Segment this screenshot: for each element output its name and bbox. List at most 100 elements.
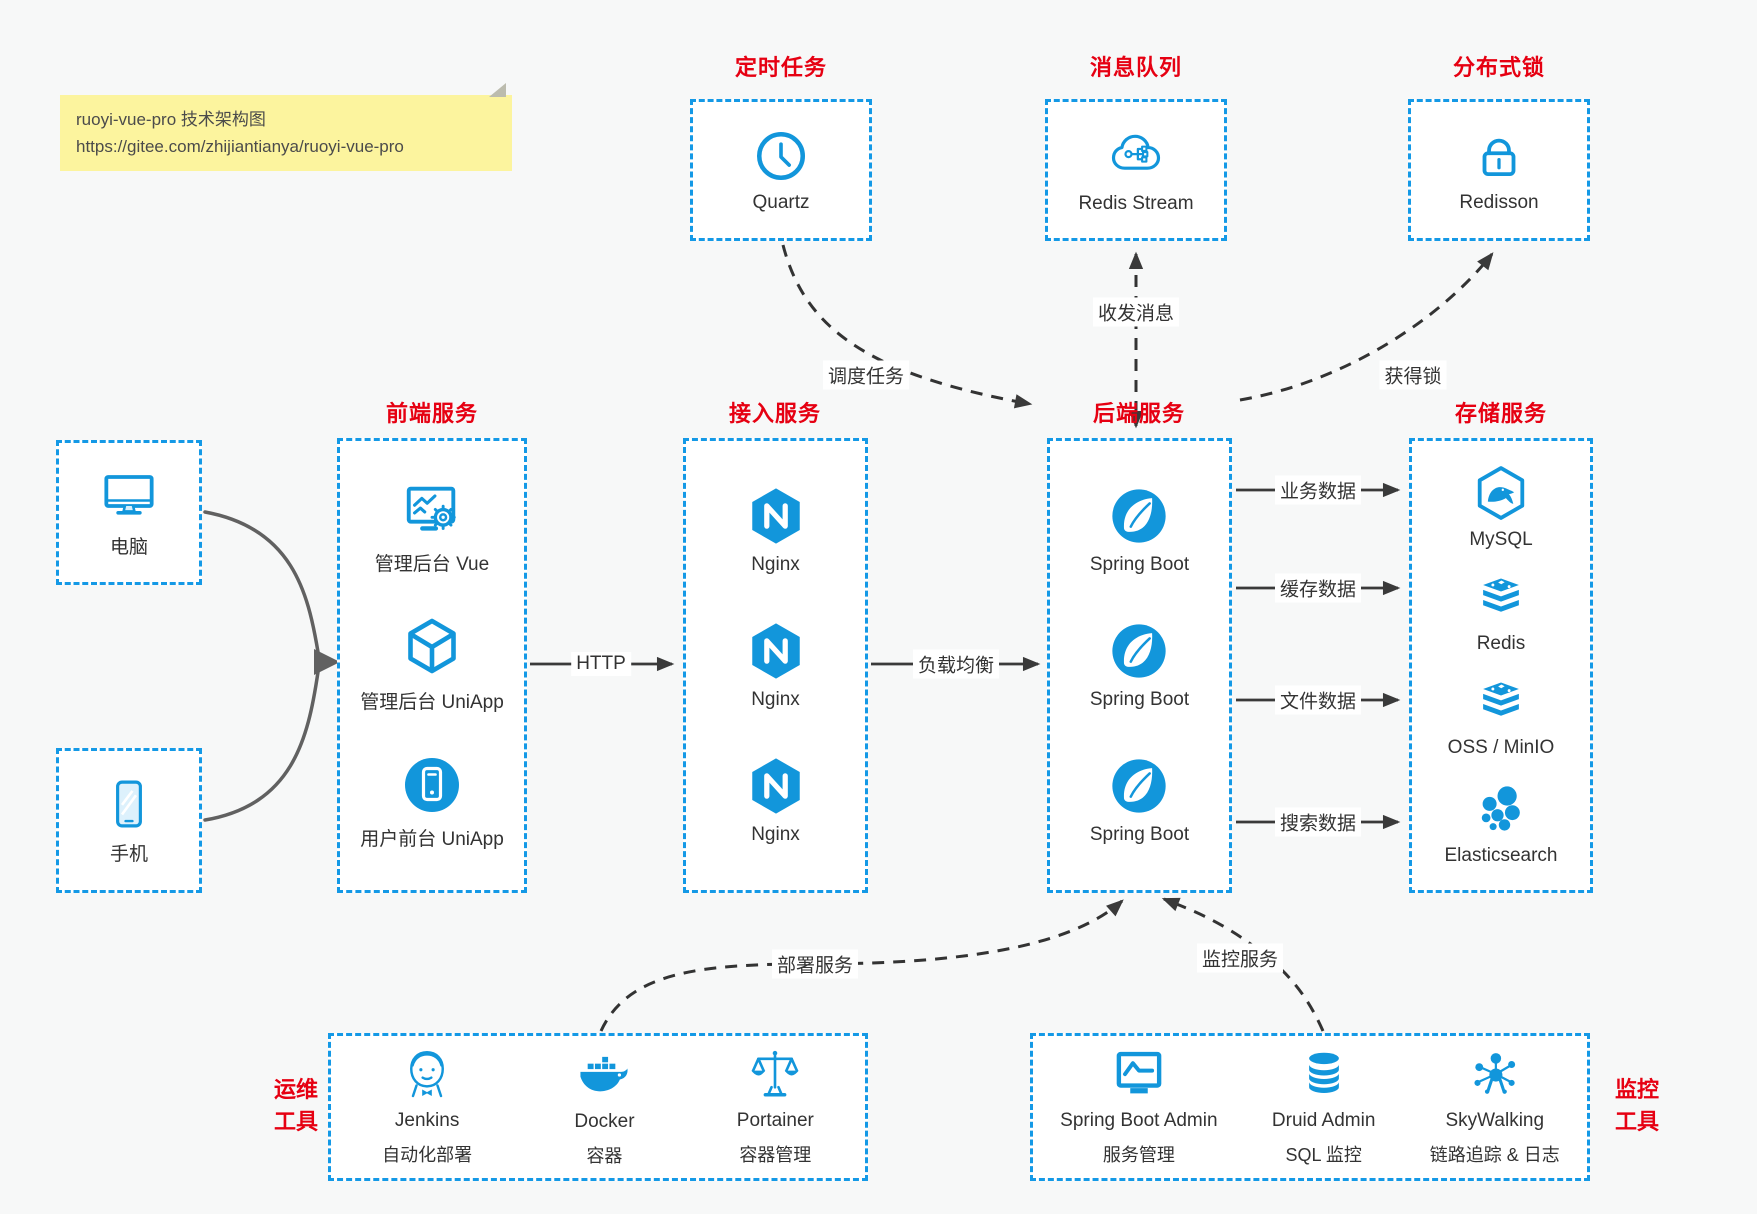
uniapp-cube-icon <box>400 616 464 680</box>
node-nginx-1: Nginx <box>745 485 807 576</box>
edge-label-load-balance: 负载均衡 <box>912 649 1000 679</box>
label-monitor-tools: 监控 工具 <box>1614 1077 1660 1134</box>
redis-stack-icon <box>1473 574 1529 626</box>
node-sublabel: 自动化部署 <box>382 1145 473 1165</box>
node-spring-boot-2: Spring Boot <box>1090 620 1189 711</box>
node-label: Spring Boot <box>1089 824 1190 845</box>
box-ops-tools: Jenkins 自动化部署 Docker 容器 <box>328 1033 868 1181</box>
docker-icon <box>575 1046 633 1104</box>
mysql-icon <box>1472 464 1530 522</box>
edge-mobile-to-frontend <box>203 670 320 822</box>
user-app-phone-icon <box>400 753 464 817</box>
node-label: Redisson <box>1459 191 1539 213</box>
node-elasticsearch: Elasticsearch <box>1445 782 1558 867</box>
node-mysql: MySQL <box>1469 464 1533 551</box>
node-label: MySQL <box>1469 529 1533 550</box>
spring-boot-icon <box>1108 620 1170 682</box>
box-redisson: Redisson <box>1408 99 1590 241</box>
edge-label-monitor-service: 监控服务 <box>1196 943 1284 973</box>
node-label: Druid Admin <box>1271 1110 1376 1131</box>
node-sublabel: 容器 <box>586 1146 623 1166</box>
node-spring-boot-3: Spring Boot <box>1090 755 1189 846</box>
jenkins-icon <box>399 1047 455 1103</box>
edge-label-schedule-task: 调度任务 <box>822 360 910 390</box>
spring-boot-admin-icon <box>1111 1047 1167 1103</box>
node-label: Nginx <box>751 554 800 575</box>
label-ops-tools: 运维 工具 <box>273 1077 319 1134</box>
node-label: OSS / MinIO <box>1447 737 1555 758</box>
box-mobile: 手机 <box>56 748 202 893</box>
box-redis-stream: Redis Stream <box>1045 99 1227 241</box>
edge-acquire-lock <box>1239 252 1494 402</box>
node-jenkins: Jenkins 自动化部署 <box>382 1047 472 1167</box>
skywalking-icon <box>1467 1047 1523 1103</box>
node-desktop: 电脑 <box>100 467 158 559</box>
nginx-icon <box>745 620 807 682</box>
nginx-icon <box>745 485 807 547</box>
edge-label-business-data: 业务数据 <box>1274 475 1362 505</box>
note-url: https://gitee.com/zhijiantianya/ruoyi-vu… <box>76 137 404 157</box>
spring-boot-icon <box>1108 755 1170 817</box>
oss-minio-stack-icon <box>1473 678 1529 730</box>
node-label: 管理后台 UniApp <box>360 691 504 713</box>
node-label: Jenkins <box>394 1110 460 1131</box>
note-title: ruoyi-vue-pro 技术架构图 <box>76 110 266 129</box>
node-label: Quartz <box>752 191 810 213</box>
node-label: Spring Boot Admin <box>1060 1110 1218 1131</box>
box-backend-services: Spring Boot Spring Boot Spring Boot <box>1047 438 1232 893</box>
node-spring-boot-1: Spring Boot <box>1090 485 1189 576</box>
edge-label-http: HTTP <box>571 652 631 676</box>
druid-icon <box>1296 1047 1352 1103</box>
node-docker: Docker 容器 <box>574 1046 635 1168</box>
title-message-queue: 消息队列 <box>1089 55 1183 80</box>
node-quartz: Quartz <box>752 127 810 214</box>
box-frontend-services: 管理后台 Vue 管理后台 UniApp 用户前台 UniApp <box>337 438 527 893</box>
node-nginx-2: Nginx <box>745 620 807 711</box>
node-admin-uniapp: 管理后台 UniApp <box>360 616 504 714</box>
desktop-computer-icon <box>100 467 158 525</box>
spring-boot-icon <box>1108 485 1170 547</box>
node-label: Spring Boot <box>1089 554 1190 575</box>
node-label: Spring Boot <box>1089 689 1190 710</box>
node-label: Portainer <box>736 1110 814 1131</box>
edge-label-acquire-lock: 获得锁 <box>1379 360 1447 390</box>
admin-vue-screen-icon <box>401 480 463 542</box>
mobile-phone-icon <box>101 776 157 832</box>
node-label: SkyWalking <box>1445 1110 1545 1131</box>
node-skywalking: SkyWalking 链路追踪 & 日志 <box>1430 1047 1560 1167</box>
title-backend-services: 后端服务 <box>1092 401 1186 426</box>
box-desktop: 电脑 <box>56 440 202 585</box>
node-redisson: Redisson <box>1459 127 1539 214</box>
node-label: Nginx <box>751 689 800 710</box>
title-frontend-services: 前端服务 <box>385 401 479 426</box>
edge-schedule-task <box>781 244 1033 409</box>
box-storage-services: MySQL Redis <box>1409 438 1593 893</box>
box-gateway-services: Nginx Nginx Nginx <box>683 438 868 893</box>
nginx-icon <box>745 755 807 817</box>
node-label: Elasticsearch <box>1444 845 1558 866</box>
node-redis-stream: Redis Stream <box>1078 126 1194 215</box>
node-oss-minio: OSS / MinIO <box>1447 678 1555 759</box>
quartz-clock-icon <box>752 127 810 185</box>
title-scheduled-task: 定时任务 <box>734 55 828 80</box>
node-redis: Redis <box>1473 574 1529 655</box>
sticky-note: ruoyi-vue-pro 技术架构图 https://gitee.com/zh… <box>60 83 512 171</box>
node-label: Redis <box>1476 633 1526 654</box>
node-label: Nginx <box>751 824 800 845</box>
title-storage-services: 存储服务 <box>1454 401 1548 426</box>
edge-desktop-to-frontend <box>203 510 320 654</box>
node-label: 管理后台 Vue <box>374 554 490 576</box>
edge-label-file-data: 文件数据 <box>1274 685 1362 715</box>
node-sublabel: 链路追踪 & 日志 <box>1429 1145 1560 1165</box>
node-label: 用户前台 UniApp <box>360 828 504 850</box>
client-arrowhead <box>314 649 340 675</box>
node-sublabel: 容器管理 <box>739 1145 812 1165</box>
edge-label-deploy-service: 部署服务 <box>771 949 859 979</box>
edge-label-search-data: 搜索数据 <box>1274 807 1362 837</box>
node-user-uniapp: 用户前台 UniApp <box>360 753 504 851</box>
redis-stream-cloud-icon <box>1106 126 1166 186</box>
node-label: Redis Stream <box>1078 192 1194 214</box>
node-spring-boot-admin: Spring Boot Admin 服务管理 <box>1060 1047 1218 1167</box>
node-portainer: Portainer 容器管理 <box>737 1047 814 1167</box>
title-distributed-lock: 分布式锁 <box>1452 55 1546 80</box>
